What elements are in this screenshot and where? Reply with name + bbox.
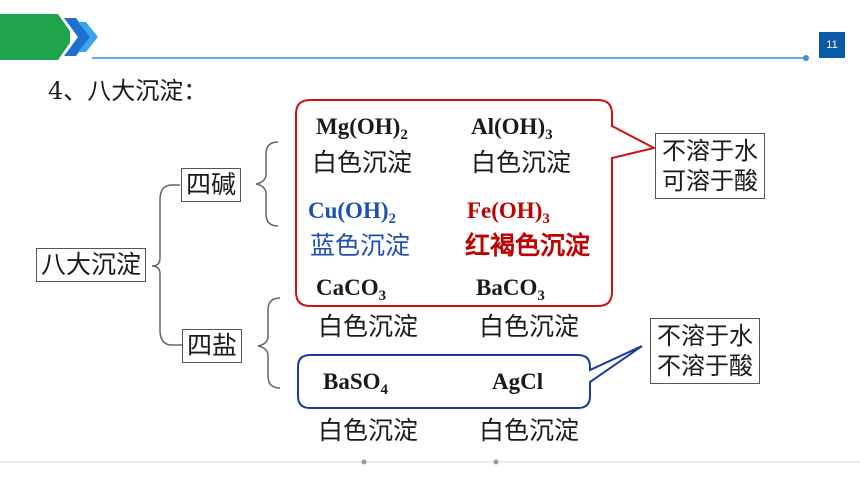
note-line: 不溶于水 <box>657 322 753 350</box>
desc-feoh3: 红褐色沉淀 <box>465 231 591 260</box>
formula-aloh3: Al(OH)3 <box>471 114 553 143</box>
desc-aloh3: 白色沉淀 <box>471 148 572 177</box>
formula-baso4: BaSO4 <box>323 369 389 398</box>
blue-callout-bubble <box>297 345 643 409</box>
chevron-icon <box>78 22 98 52</box>
root-brace <box>151 184 173 346</box>
salts-brace <box>257 297 281 389</box>
formula-caco3: CaCO3 <box>316 275 387 304</box>
note-line: 不溶于水 <box>662 137 758 165</box>
red-callout-bubble <box>295 99 657 307</box>
desc-mgoh2: 白色沉淀 <box>312 148 413 177</box>
note-line: 可溶于酸 <box>662 167 758 195</box>
page-number: 11 <box>819 32 845 58</box>
footer-dot <box>361 459 367 465</box>
desc-baso4: 白色沉淀 <box>318 416 419 445</box>
salts-label: 四盐 <box>182 329 243 363</box>
header-decoration <box>0 14 809 61</box>
header-green-bar <box>0 14 70 60</box>
chevron-icon <box>64 18 90 56</box>
header-rule-dot <box>803 55 809 61</box>
formula-feoh3: Fe(OH)3 <box>467 198 550 227</box>
desc-caco3: 白色沉淀 <box>318 312 419 341</box>
note-insoluble-water-soluble-acid: 不溶于水 可溶于酸 <box>655 133 765 199</box>
desc-cuoh2: 蓝色沉淀 <box>310 231 411 260</box>
slide-title: 4、八大沉淀： <box>48 77 208 105</box>
formula-baco3: BaCO3 <box>476 275 545 304</box>
footer-dot <box>493 459 499 465</box>
desc-agcl: 白色沉淀 <box>479 416 580 445</box>
formula-mgoh2: Mg(OH)2 <box>316 114 408 143</box>
root-label: 八大沉淀 <box>36 248 147 282</box>
note-insoluble-water-insoluble-acid: 不溶于水 不溶于酸 <box>650 318 760 384</box>
formula-agcl: AgCl <box>492 369 544 394</box>
note-line: 不溶于酸 <box>657 352 753 380</box>
bases-label: 四碱 <box>181 168 242 202</box>
formula-cuoh2: Cu(OH)2 <box>308 198 396 227</box>
desc-baco3: 白色沉淀 <box>479 312 580 341</box>
bases-brace <box>255 141 279 227</box>
